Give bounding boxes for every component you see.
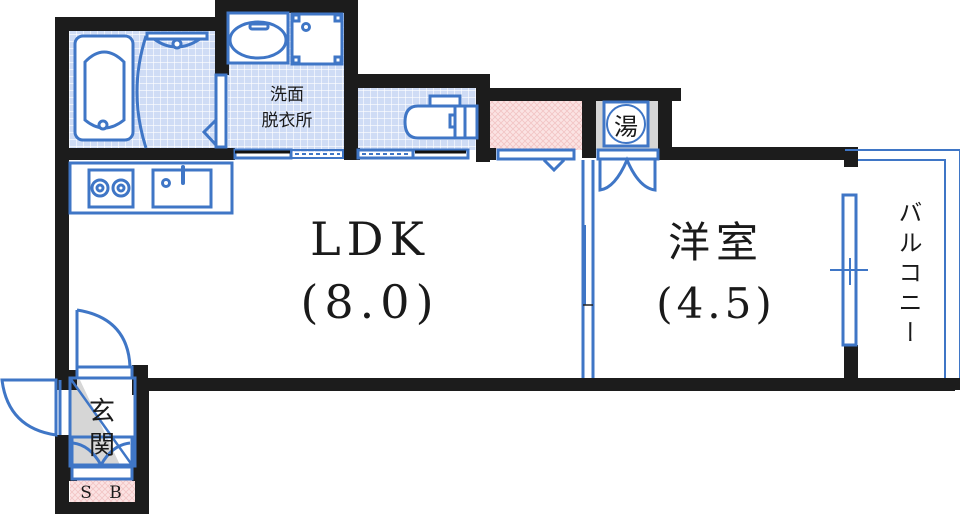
bath-sink <box>145 31 209 50</box>
bath-curtain <box>135 35 148 149</box>
toilet <box>403 94 479 140</box>
washing-machine-pan <box>290 12 344 66</box>
storage-closet-door <box>496 148 576 173</box>
shoe-box-floor <box>70 480 135 502</box>
ldk-label: LDK <box>310 212 430 266</box>
toilet-sliding-door <box>356 148 470 160</box>
shoe-box-label: S B <box>80 483 128 503</box>
water-heater: 湯 <box>602 100 650 148</box>
balcony-label: バルコニー <box>894 200 922 350</box>
kitchen-sink <box>151 165 213 209</box>
entrance-label-line1: 玄 <box>89 397 115 427</box>
entrance-step <box>70 465 134 481</box>
bedroom-size: (4.5) <box>656 279 776 328</box>
heater-closet-door <box>596 148 660 192</box>
ldk-bedroom-sliding-door <box>581 160 595 378</box>
washroom-label-line1: 洗面 <box>270 85 304 105</box>
washbasin <box>226 11 290 65</box>
kitchen-stove <box>87 168 135 209</box>
washroom-label-line2: 脱衣所 <box>262 111 313 131</box>
balcony <box>845 149 960 390</box>
entrance-label-line2: 関 <box>89 431 115 461</box>
kitchen-counter <box>68 161 234 215</box>
ldk-size: (8.0) <box>300 275 439 329</box>
closet-floor <box>490 100 582 150</box>
entrance-gray <box>70 380 120 465</box>
entrance-door-swing-top <box>75 308 134 380</box>
walls <box>55 0 955 514</box>
bedroom-label: 洋室 <box>668 218 764 267</box>
bathtub <box>73 34 135 142</box>
balcony-window <box>830 193 868 347</box>
washroom-sliding-door <box>233 148 344 160</box>
entrance-front-door <box>0 378 62 437</box>
bath-door <box>201 73 228 149</box>
water-heater-icon: 湯 <box>614 113 638 141</box>
shoe-box <box>68 376 137 469</box>
